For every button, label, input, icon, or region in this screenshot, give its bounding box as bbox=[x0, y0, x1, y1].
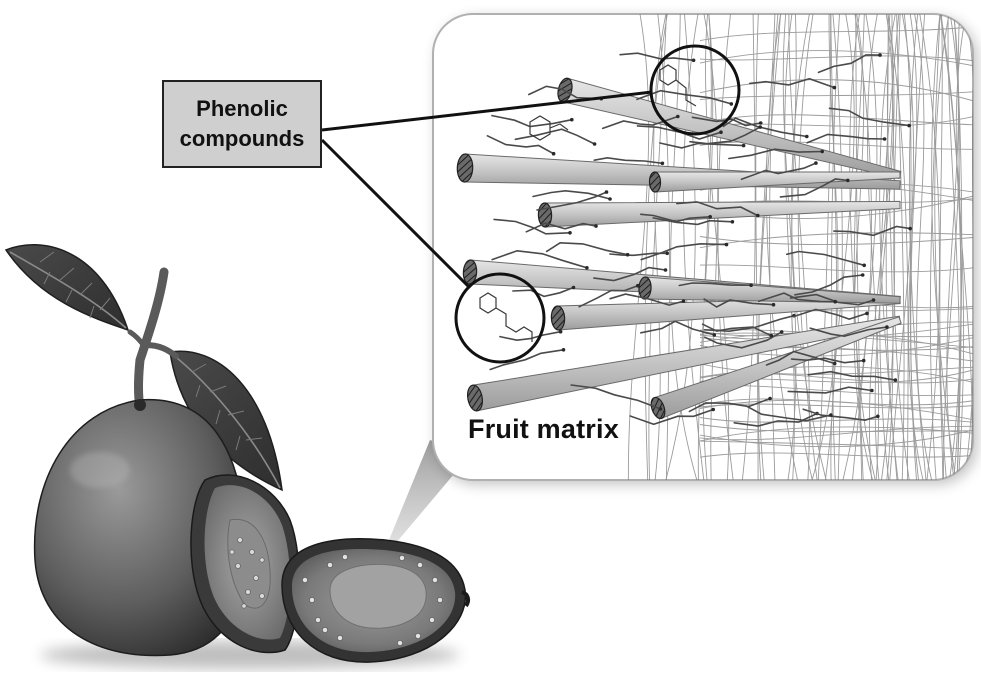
molecule-highlight-top bbox=[649, 44, 741, 136]
guava-whole-icon bbox=[33, 399, 247, 657]
phenolic-molecule-icon bbox=[479, 64, 697, 342]
label-line-2: compounds bbox=[179, 126, 305, 151]
magnified-panel bbox=[432, 13, 977, 484]
guava-cut-icon bbox=[281, 538, 471, 663]
fiber-network-icon bbox=[456, 14, 973, 480]
connector-line-bottom bbox=[320, 138, 472, 290]
guava-leaf-icon bbox=[4, 244, 283, 492]
phenolic-compounds-label: Phenolic compounds bbox=[162, 80, 322, 168]
fruit-matrix-label: Fruit matrix bbox=[468, 414, 619, 444]
molecule-highlight-bottom bbox=[454, 272, 546, 364]
label-line-1: Phenolic bbox=[196, 96, 288, 121]
connector-line-top bbox=[321, 90, 653, 132]
guava-half-icon bbox=[190, 474, 300, 654]
